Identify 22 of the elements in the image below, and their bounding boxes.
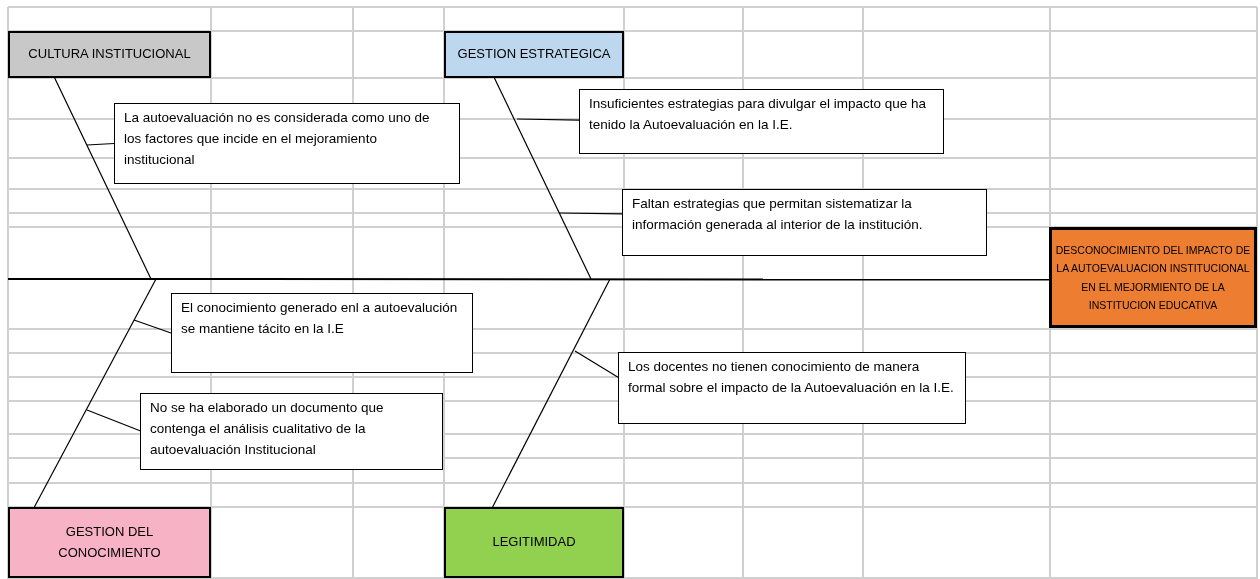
bone-line	[33, 278, 157, 508]
cause-box: La autoevaluación no es considerada como uno de los factores que incide en el mejoramiento institucional	[114, 103, 460, 184]
bone-line	[492, 278, 611, 508]
category-box: GESTION ESTRATEGICA	[444, 31, 624, 78]
effect-box: DESCONOCIMIENTO DEL IMPACTO DE LA AUTOEVALUACION INSTITUCIONAL EN EL MEJORMIENTO DE LA INSTITUCION EDUCATIVA	[1049, 227, 1257, 328]
connector-line	[516, 118, 580, 121]
bone-line	[493, 77, 592, 280]
cause-box: No se ha elaborado un documento que contenga el análisis cualitativo de la autoevaluación Institucional	[140, 393, 443, 470]
category-box: GESTION DEL CONOCIMIENTO	[8, 507, 211, 578]
bone-line	[54, 77, 152, 280]
cause-box: Insuficientes estrategias para divulgar el impacto que ha tenido la Autoevaluación en la I.E.	[579, 89, 944, 154]
connector-line	[86, 142, 115, 146]
connector-line	[558, 212, 623, 215]
category-box: CULTURA INSTITUCIONAL	[8, 31, 211, 78]
category-box: LEGITIMIDAD	[444, 507, 624, 578]
cause-box: Faltan estrategias que permitan sistematizar la información generada al interior de la institución.	[622, 189, 987, 256]
connector-line	[86, 409, 141, 432]
connector-line	[574, 350, 619, 378]
connector-line	[133, 319, 172, 334]
spine-line	[7, 278, 1050, 281]
cause-box: El conocimiento generado enl a autoevalución se mantiene tácito en la I.E	[171, 293, 473, 373]
cause-box: Los docentes no tienen conocimiento de manera formal sobre el impacto de la Autoevaluación en la I.E.	[618, 352, 966, 424]
